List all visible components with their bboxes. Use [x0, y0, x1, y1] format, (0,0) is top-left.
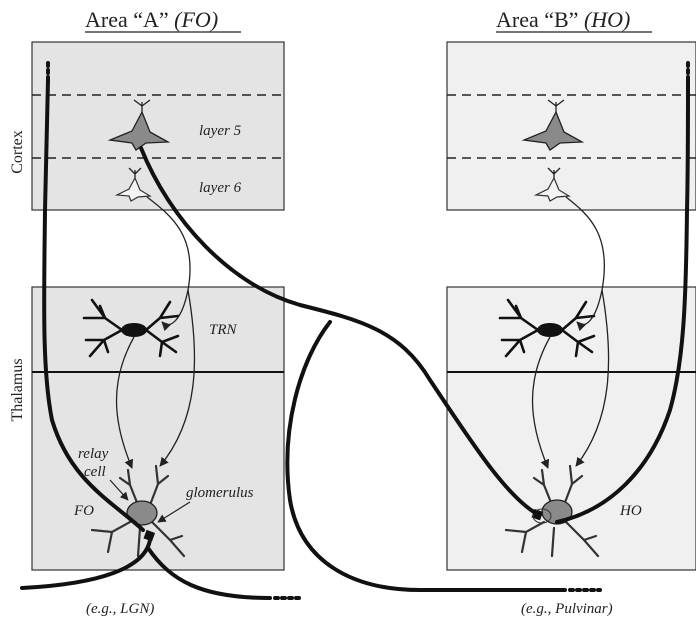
- lgn-input-axon-branch: [146, 546, 272, 600]
- relay-label: relay: [78, 446, 109, 462]
- area-b-thalamocortical-axon: [555, 78, 690, 524]
- layer6-label: layer 6: [199, 180, 242, 196]
- area-b-ho-relay-cell: [504, 464, 600, 558]
- area-a-layer6-to-trn-axon: [146, 196, 191, 332]
- cortex-label: Cortex: [9, 130, 26, 174]
- lgn-example-label: (e.g., LGN): [86, 601, 154, 617]
- layer5-label: layer 5: [199, 123, 242, 139]
- area-b-title: Area “B” (HO): [496, 7, 630, 32]
- area-b-layer6-pyramidal-neuron: [533, 167, 571, 202]
- area-b-layer6-to-trn-axon: [565, 196, 606, 332]
- area-a-trn-neuron: [82, 298, 180, 358]
- area-a-layer5-to-pulvinar-axon: [285, 320, 567, 592]
- area-b-layer5-pyramidal-neuron: [521, 99, 585, 151]
- area-a-thalamocortical-axon: [42, 78, 145, 532]
- trn-label: TRN: [209, 322, 238, 338]
- area-a-thalamus-box: [31, 286, 285, 571]
- area-b-cortex-box: [446, 41, 696, 211]
- area-b-layer6-to-relay-axon: [575, 289, 610, 467]
- area-a-layer6-pyramidal-neuron: [114, 167, 152, 202]
- area-a-layer5-to-area-b-thalamus-axon: [139, 146, 539, 516]
- ho-label: HO: [619, 503, 642, 519]
- area-a-fo-relay-cell: [90, 464, 186, 558]
- fo-label: FO: [73, 503, 94, 519]
- relay-cell-pointer: [109, 479, 129, 501]
- thalamus-label: Thalamus: [9, 358, 26, 421]
- glomerulus-label: glomerulus: [186, 485, 254, 501]
- area-a-layer6-to-relay-axon: [159, 289, 196, 467]
- area-b-title-em: (HO): [584, 7, 630, 32]
- pulvinar-example-label: (e.g., Pulvinar): [521, 601, 613, 617]
- area-b-thalamus-box: [446, 286, 696, 571]
- area-a-trn-to-relay-axon: [115, 336, 135, 469]
- area-b-trn-neuron: [498, 298, 596, 358]
- area-a-title-em: (FO): [174, 7, 218, 32]
- area-a-title-prefix: Area “A”: [85, 7, 174, 32]
- area-a-layer5-pyramidal-neuron: [107, 99, 171, 151]
- cell-label: cell: [84, 464, 106, 480]
- glomerulus-pointer: [157, 501, 191, 523]
- area-a-title: Area “A” (FO): [85, 7, 218, 32]
- area-b-trn-to-relay-axon: [531, 336, 551, 469]
- area-b-title-prefix: Area “B”: [496, 7, 584, 32]
